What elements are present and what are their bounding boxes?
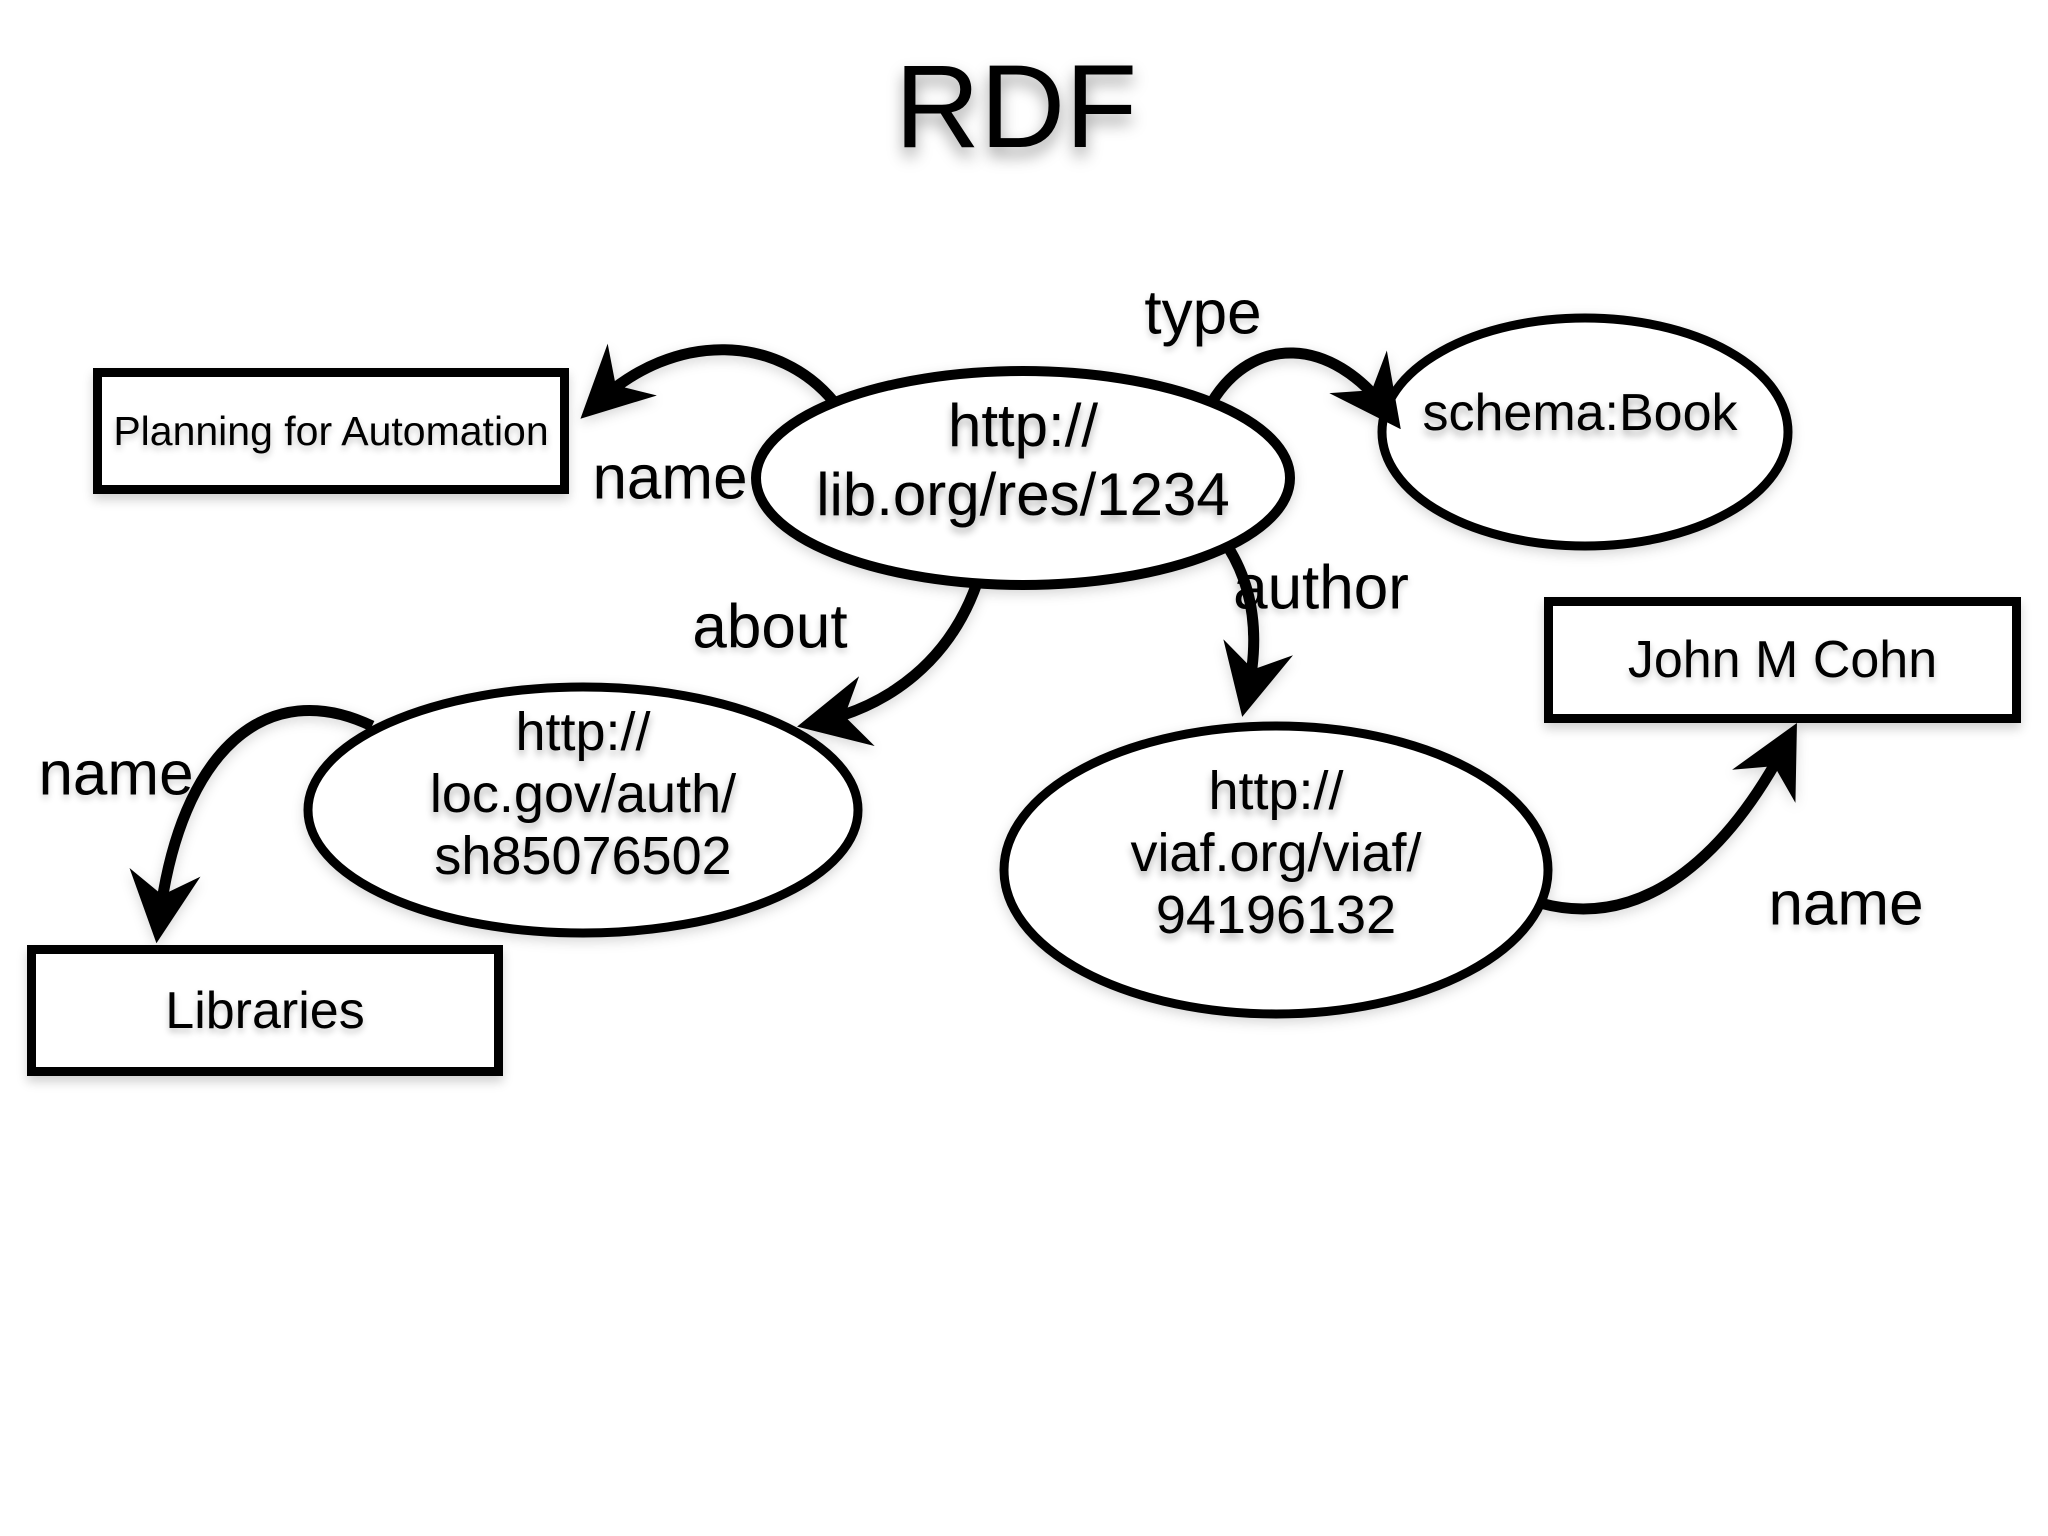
literal-label: John M Cohn (1627, 631, 1938, 689)
edge-resource-about-arrow (797, 581, 983, 747)
edge-label-type: type (1144, 278, 1262, 348)
literal-box-planning-for-automation: Planning for Automation (93, 368, 569, 494)
literal-label: Libraries (165, 981, 365, 1040)
node-resource-ellipse (751, 366, 1295, 590)
edge-resource-type-arrow (1207, 347, 1401, 430)
literal-label: Planning for Automation (113, 407, 549, 454)
node-label-resource-uri: http:// lib.org/res/1234 (816, 392, 1230, 528)
edge-label-name-resource: name (592, 443, 748, 513)
edge-subject-name-arrow (129, 705, 375, 944)
node-label-author-uri: http:// viaf.org/viaf/ 94196132 (1130, 760, 1422, 946)
edge-resource-author-arrow (1223, 544, 1294, 717)
edge-label-name-author: name (1768, 869, 1924, 939)
edge-author-name-arrow (1538, 723, 1797, 915)
literal-box-libraries: Libraries (27, 945, 503, 1076)
node-book-ellipse (1377, 313, 1793, 551)
node-subject-ellipse (303, 682, 863, 938)
node-author-ellipse (999, 721, 1553, 1019)
node-label-subject-uri: http:// loc.gov/auth/ sh85076502 (429, 701, 737, 887)
edge-label-author: author (1233, 553, 1409, 623)
literal-box-john-m-cohn: John M Cohn (1544, 597, 2021, 723)
slide-title: RDF (894, 41, 1138, 173)
node-label-schema-book: schema:Book (1422, 384, 1738, 443)
edge-label-about: about (692, 592, 848, 662)
edge-resource-name-arrow (580, 343, 839, 419)
edge-label-name-subject: name (38, 739, 194, 809)
